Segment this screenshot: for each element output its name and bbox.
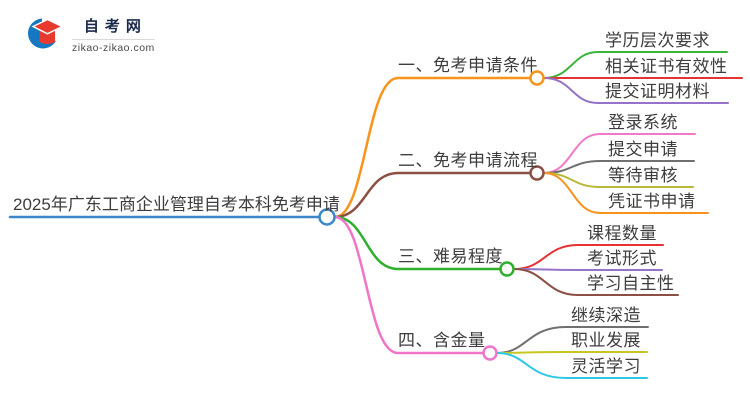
branch-2-child-1-curve xyxy=(543,133,696,174)
branch-4-child-3-curve xyxy=(496,352,648,379)
branch-3-label[interactable]: 三、难易程度 xyxy=(398,247,503,266)
branch-4-curve xyxy=(333,215,485,355)
branch-4-child-1-curve xyxy=(496,326,649,354)
branch-4-node-circle[interactable] xyxy=(482,345,498,361)
branch-3-node-circle[interactable] xyxy=(499,261,515,277)
branch-3-curve xyxy=(333,215,502,271)
logo-cap-board xyxy=(31,18,64,35)
branch-4-child-2-label[interactable]: 职业发展 xyxy=(571,331,641,350)
branch-2-child-4-curve xyxy=(543,172,709,214)
branch-2-node-circle[interactable] xyxy=(529,165,545,181)
branch-1-child-3-label[interactable]: 提交证明材料 xyxy=(605,82,710,101)
branch-3-child-1-label[interactable]: 课程数量 xyxy=(587,224,657,243)
branch-2-child-4-label[interactable]: 凭证书申请 xyxy=(608,192,696,211)
branch-2-child-3-label[interactable]: 等待审核 xyxy=(608,166,678,185)
branch-1-curve xyxy=(333,76,532,219)
branch-2-label[interactable]: 二、免考申请流程 xyxy=(398,151,538,170)
branch-2-curve xyxy=(333,171,532,219)
branch-4-child-1-label[interactable]: 继续深造 xyxy=(571,306,641,325)
logo-cap-base xyxy=(39,30,55,44)
branch-3-child-2-curve xyxy=(513,268,663,271)
logo-title: 自考网 xyxy=(83,18,147,35)
branch-1-child-2-label[interactable]: 相关证书有效性 xyxy=(605,57,728,76)
branch-2-child-2-label[interactable]: 提交申请 xyxy=(608,140,678,159)
branch-1-child-3-curve xyxy=(543,77,729,104)
branch-1-child-1-label[interactable]: 学历层次要求 xyxy=(605,31,710,50)
logo-domain: zikao-zikao.com xyxy=(72,42,155,54)
graduation-cap-icon xyxy=(28,18,64,49)
branch-3-child-2-label[interactable]: 考试形式 xyxy=(587,249,657,268)
branch-2-child-1-label[interactable]: 登录系统 xyxy=(608,113,678,132)
branch-3-child-1-curve xyxy=(513,244,664,270)
branch-4-label[interactable]: 四、含金量 xyxy=(398,331,486,350)
branch-1-node-circle[interactable] xyxy=(529,70,545,86)
root-node-circle[interactable] xyxy=(318,208,336,226)
root-node-label[interactable]: 2025年广东工商企业管理自考本科免考申请 xyxy=(13,195,340,214)
branch-3-child-3-curve xyxy=(513,268,679,296)
branch-1-label[interactable]: 一、免考申请条件 xyxy=(398,56,538,75)
branch-4-child-2-curve xyxy=(496,351,648,354)
logo-divider xyxy=(72,39,155,40)
branch-3-child-3-label[interactable]: 学习自主性 xyxy=(587,274,675,293)
logo-text-block: 自考网 zikao-zikao.com xyxy=(72,15,155,54)
site-logo[interactable]: 自考网 zikao-zikao.com xyxy=(28,15,155,54)
branch-4-child-3-label[interactable]: 灵活学习 xyxy=(571,357,641,376)
